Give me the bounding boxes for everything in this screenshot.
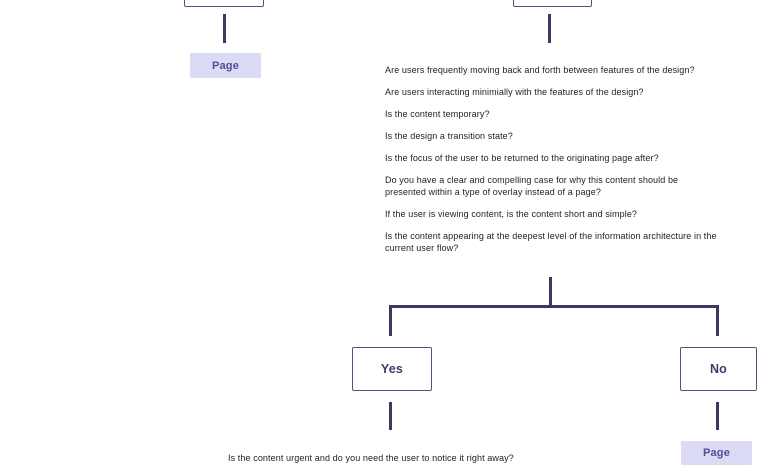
connector-branch-right-down [715,305,719,336]
question: If the user is viewing content, is the c… [385,209,638,219]
yes-branch-question: Is the content urgent and do you need th… [228,453,514,463]
yes-box-label: Yes [380,362,404,376]
right-parent-box [513,0,592,7]
page-chip-bottom-label: Page [702,447,731,459]
yes-box: Yes [352,347,432,391]
page-chip-left: Page [190,53,261,78]
questions-list: Are users frequently moving back and for… [385,64,721,264]
connector-questions-down [548,277,552,306]
no-box: No [680,347,757,391]
page-chip-bottom: Page [681,441,752,465]
left-parent-box [184,0,264,7]
question: Do you have a clear and compelling case … [385,175,679,197]
page-chip-left-label: Page [211,59,240,72]
connector-right-parent-down [548,14,551,43]
question: Are users frequently moving back and for… [385,65,695,75]
question: Is the content temporary? [385,109,490,119]
no-box-label: No [709,362,728,376]
question: Is the focus of the user to be returned … [385,153,659,163]
connector-branch-horizontal [388,305,719,308]
connector-no-down [715,402,719,430]
question: Are users interacting minimially with th… [385,87,644,97]
connector-yes-down [388,402,392,430]
connector-left-parent-down [223,14,226,43]
question: Is the design a transition state? [385,131,513,141]
question: Is the content appearing at the deepest … [385,231,717,253]
connector-branch-left-down [388,305,392,336]
